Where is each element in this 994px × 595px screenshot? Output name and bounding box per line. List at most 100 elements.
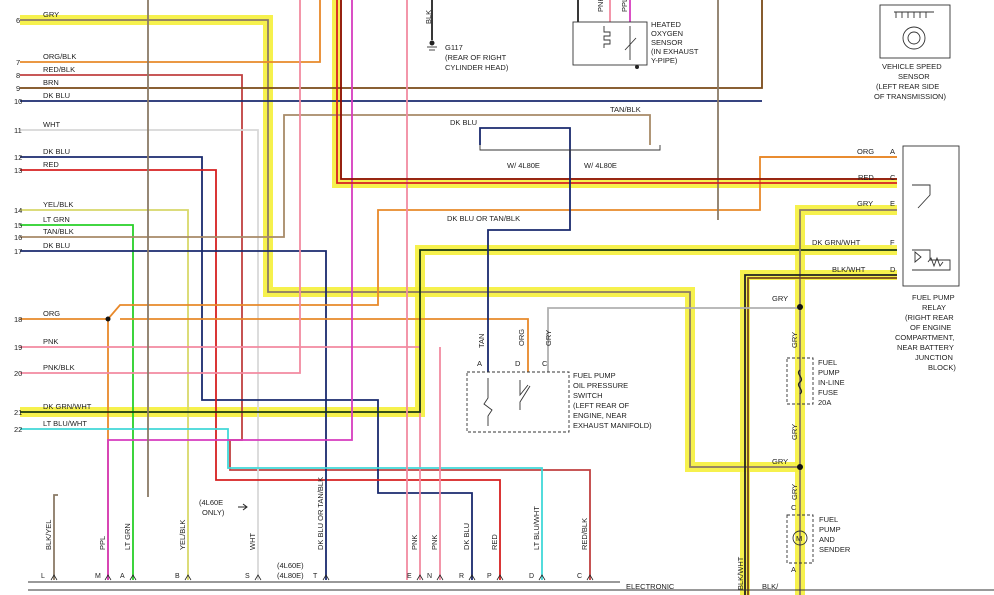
pin-lbl-10: DK BLU xyxy=(43,91,70,100)
gry-splice-label-1: GRY xyxy=(772,294,788,303)
wire-14-yel-blk xyxy=(20,209,189,580)
label-w-4l80e-right: W/ 4L80E xyxy=(584,161,617,170)
wire-9-brn xyxy=(20,0,763,89)
wire-red-main-dark xyxy=(340,0,897,180)
oil-pressure-switch: TAN ORG GRY A D C FUEL PUMP OIL PRESSURE… xyxy=(466,307,800,433)
oilsw-line-5: ENGINE, NEAR xyxy=(573,411,627,420)
bottom-pin-3: B xyxy=(175,573,180,580)
bottom-pin-arrow-icon xyxy=(436,574,444,581)
note-4l60e-line-1: (4L60E xyxy=(199,498,223,507)
bottom-wire-label-6: PNK xyxy=(410,535,419,550)
oilsw-pin-d: D xyxy=(515,359,521,368)
bottom-pin-7: N xyxy=(427,573,432,580)
ground-id: G117 xyxy=(445,43,463,52)
vehicle-speed-sensor: VEHICLE SPEED SENSOR (LEFT REAR SIDE OF … xyxy=(874,4,951,101)
relay-diode-icon xyxy=(914,251,922,263)
bottom-wire-label-1: PPL xyxy=(98,536,107,550)
pump-pin-c: C xyxy=(791,503,797,512)
oilsw-pin-a: A xyxy=(477,359,482,368)
o2-sensor-body xyxy=(572,21,648,66)
pin-num-14: 14 xyxy=(14,206,22,215)
wire-20-pnk-blk xyxy=(20,0,301,374)
fuse-line-2: PUMP xyxy=(818,368,840,377)
pin-num-21: 21 xyxy=(14,408,22,417)
oilsw-wire-org: ORG xyxy=(517,329,526,346)
bottom-4l60e: (4L60E) xyxy=(277,561,304,570)
fuse-line-3: IN-LINE xyxy=(818,378,845,387)
fuse-line-1: FUEL xyxy=(818,358,837,367)
pin-num-13: 13 xyxy=(14,166,22,175)
bottom-connector: ELECTRONIC BLK/WHT BLK/ (4L60E) (4L80E) xyxy=(28,556,994,591)
bottom-pin-arrow-icon xyxy=(104,574,112,581)
relay-line-8: BLOCK) xyxy=(928,363,956,372)
oilsw-line-6: EXHAUST MANIFOLD) xyxy=(573,421,652,430)
highlight-gry-wire xyxy=(20,15,800,472)
relay-wire-c: RED xyxy=(858,173,874,182)
bottom-blk-partial: BLK/ xyxy=(762,582,779,591)
relay-pin-d: D xyxy=(890,265,896,274)
pin-num-16: 16 xyxy=(14,233,22,242)
wire-blk-wht-relay xyxy=(744,274,897,595)
relay-line-3: (RIGHT REAR xyxy=(905,313,954,322)
wire-16-tan-blk xyxy=(20,114,651,238)
oilsw-wire-tan: TAN xyxy=(477,334,486,348)
bottom-pin-1: M xyxy=(95,573,101,580)
relay-pin-f: F xyxy=(890,238,895,247)
pump-body xyxy=(786,514,814,564)
bottom-pin-arrow-icon xyxy=(322,574,330,581)
ground-g117: BLK G117 (REAR OF RIGHT CYLINDER HEAD) xyxy=(424,0,509,72)
bottom-pin-arrow-icon xyxy=(496,574,504,581)
pump-line-3: AND xyxy=(819,535,835,544)
label-w-4l80e-left: W/ 4L80E xyxy=(507,161,540,170)
wire-12-dkblu xyxy=(20,156,473,580)
wire-ppl-vertical xyxy=(107,0,353,580)
vss-gear-hub xyxy=(907,31,921,45)
pump-motor-symbol: M xyxy=(796,534,802,543)
o2-ground xyxy=(635,65,639,69)
wire-19-pnk xyxy=(20,346,421,580)
gry-splice-bottom xyxy=(797,464,803,470)
oilsw-gry-wire xyxy=(547,307,800,372)
pin-lbl-9: BRN xyxy=(43,78,59,87)
bottom-pin-0: L xyxy=(41,573,45,580)
pin-lbl-15: LT GRN xyxy=(43,215,70,224)
wire-6-gry xyxy=(20,19,800,468)
vss-gear-icon xyxy=(902,26,926,50)
wire-13-red xyxy=(20,169,501,580)
o2-line-2: OXYGEN xyxy=(651,29,683,38)
pin-num-22: 22 xyxy=(14,425,22,434)
note-4l60e-line-2: ONLY) xyxy=(202,508,225,517)
relay-line-6: NEAR BATTERY xyxy=(897,343,954,352)
fuse-and-pump: GRY GRY GRY GRY GRY FUEL PUMP IN-LINE FU… xyxy=(772,294,851,574)
oilsw-line-2: OIL PRESSURE xyxy=(573,381,628,390)
vss-coil xyxy=(894,11,934,18)
gry-splice-label-2: GRY xyxy=(772,457,788,466)
oilsw-body xyxy=(466,371,570,433)
note-arrow-icon xyxy=(238,503,248,511)
pin-lbl-17: DK BLU xyxy=(43,241,70,250)
wire-18-org-switch xyxy=(120,318,529,372)
bottom-4l80e: (4L80E) xyxy=(277,571,304,580)
bottom-pin-arrow-icon xyxy=(416,574,424,581)
bottom-pin-6: E xyxy=(407,573,412,580)
pin-num-7: 7 xyxy=(16,58,20,67)
bottom-pin-9: P xyxy=(487,573,492,580)
pump-motor-icon xyxy=(792,530,808,546)
vss-line-3: (LEFT REAR SIDE xyxy=(876,82,939,91)
o2-line-5: Y-PIPE) xyxy=(651,56,678,65)
bottom-wire-label-11: RED/BLK xyxy=(580,518,589,550)
pin-num-18: 18 xyxy=(14,315,22,324)
o2-line-3: SENSOR xyxy=(651,38,683,47)
left-connector-labels: 6 GRY 7 ORG/BLK 8 RED/BLK 9 BRN 10 DK BL… xyxy=(14,10,111,434)
bottom-wire-label-9: RED xyxy=(490,534,499,550)
oilsw-line-4: (LEFT REAR OF xyxy=(573,401,630,410)
bottom-wire-label-7: PNK xyxy=(430,535,439,550)
relay-wire-d: BLK/WHT xyxy=(832,265,866,274)
relay-coil-symbol xyxy=(927,256,944,268)
relay-wire-a: ORG xyxy=(857,147,874,156)
bottom-pin-8: R xyxy=(459,573,464,580)
bottom-pin-2: A xyxy=(120,573,125,580)
pin-num-19: 19 xyxy=(14,343,22,352)
bottom-wire-label-2: LT GRN xyxy=(123,523,132,550)
